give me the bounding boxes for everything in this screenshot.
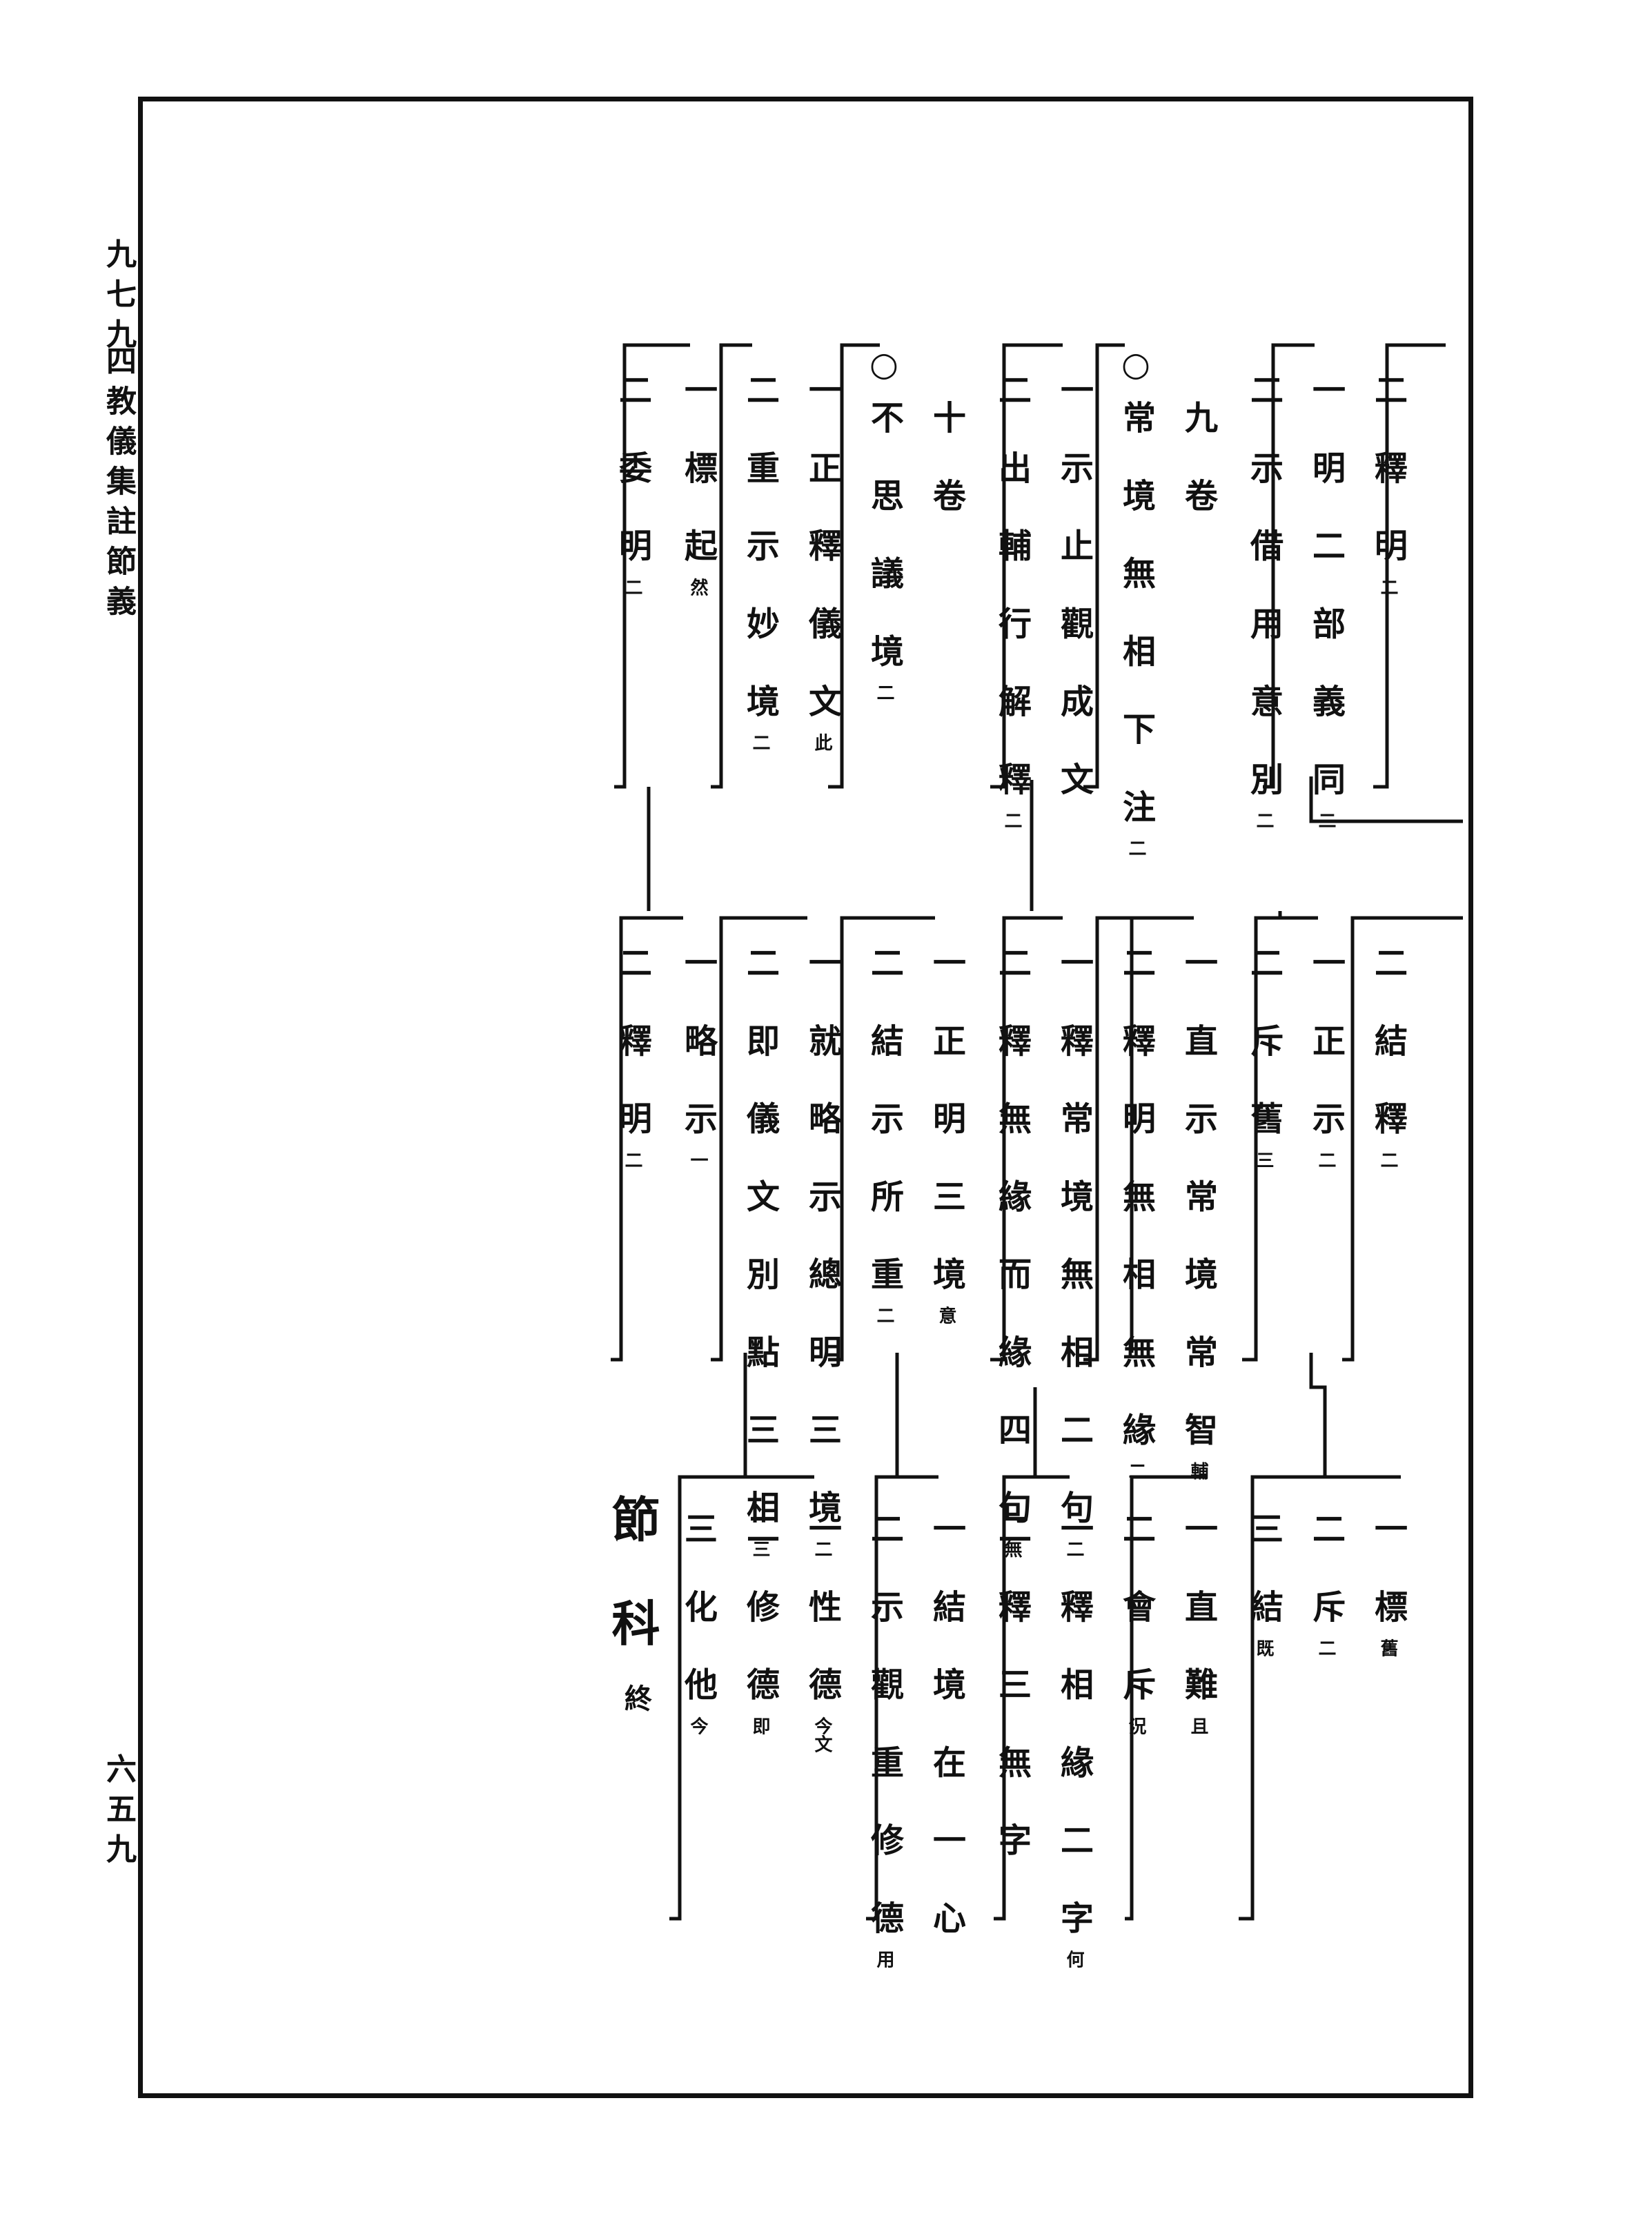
outline-node: 二 釋 三 無 字 — [992, 1511, 1031, 1872]
page-number: 六五九 — [101, 1753, 136, 1873]
outline-node: 一 直 示 常 境 常 智輔 — [1179, 946, 1217, 1480]
outline-node: 一 標舊 — [1368, 1511, 1407, 1657]
outline-node: 二 示 觀 重 修 德用 — [865, 1511, 903, 1968]
outline-node: 一 直 難且 — [1179, 1511, 1217, 1735]
outline-node: 二 釋 無 緣 而 緣 四 句無 — [992, 946, 1031, 1558]
outline-node: 二 示 借 用 意 別二 — [1244, 373, 1283, 830]
outline-node: 二 委 明二 — [613, 373, 651, 596]
outline-node: 二 結 釋二 — [1368, 946, 1407, 1169]
outline-node: 二 斥 舊三 — [1244, 946, 1283, 1169]
outline-node: 二 即 儀 文 別 點 三 相三 — [740, 946, 779, 1558]
outline-node: ○常 境 無 相 下 注二 — [1117, 345, 1155, 857]
outline-node: 二 重 示 妙 境二 — [740, 373, 779, 752]
outline-node: 二 會 斥況 — [1117, 1511, 1155, 1735]
outline-node: 一 性 德今文 — [803, 1511, 841, 1753]
outline-node: 二 斥二 — [1306, 1511, 1345, 1657]
outline-node: 三 結既 — [1244, 1511, 1283, 1657]
outline-node: 二 釋 明二 — [613, 946, 651, 1169]
volume-number: 九七九 — [101, 238, 136, 358]
outline-node: 一 釋 常 境 無 相 二 句二 — [1054, 946, 1093, 1558]
outline-node: 一 正 明 三 境意 — [927, 946, 965, 1324]
outline-node: 二 釋 明 無 相 無 緣二 — [1117, 946, 1155, 1480]
outline-node: 一 明 二 部 義 同二 — [1306, 373, 1345, 830]
section-heading: 節 科 — [604, 1494, 661, 1666]
outline-node: 二 修 德即 — [740, 1511, 779, 1735]
outline-node: 一 標 起然 — [678, 373, 717, 596]
outline-node: 一 略 示一 — [678, 946, 717, 1169]
outline-node: 一 正 示二 — [1306, 946, 1345, 1169]
outline-node: 一 就 略 示 總 明 三 境二 — [803, 946, 841, 1558]
outline-node: ○不 思 議 境二 — [865, 345, 903, 702]
outline-node: 二 出 輔 行 解 釋二 — [992, 373, 1031, 830]
outline-node: 一 結 境 在 一 心 — [927, 1511, 965, 1950]
volume-heading: 十 卷 — [927, 400, 965, 528]
outline-node: 一 釋 相 緣 二 字何 — [1054, 1511, 1093, 1968]
page-frame — [138, 97, 1473, 2098]
end-marker: 終 — [620, 1684, 652, 1728]
outline-node: 三 化 他今 — [678, 1511, 717, 1735]
outline-node: 一 正 釋 儀 文此 — [803, 373, 841, 752]
outline-node: 二 釋 明二 — [1368, 373, 1407, 596]
outline-node: 二 結 示 所 重二 — [865, 946, 903, 1324]
outline-node: 一 示 止 觀 成 文 — [1054, 373, 1093, 812]
volume-heading: 九 卷 — [1179, 400, 1217, 528]
book-title: 四教儀集註節義 — [101, 345, 136, 625]
